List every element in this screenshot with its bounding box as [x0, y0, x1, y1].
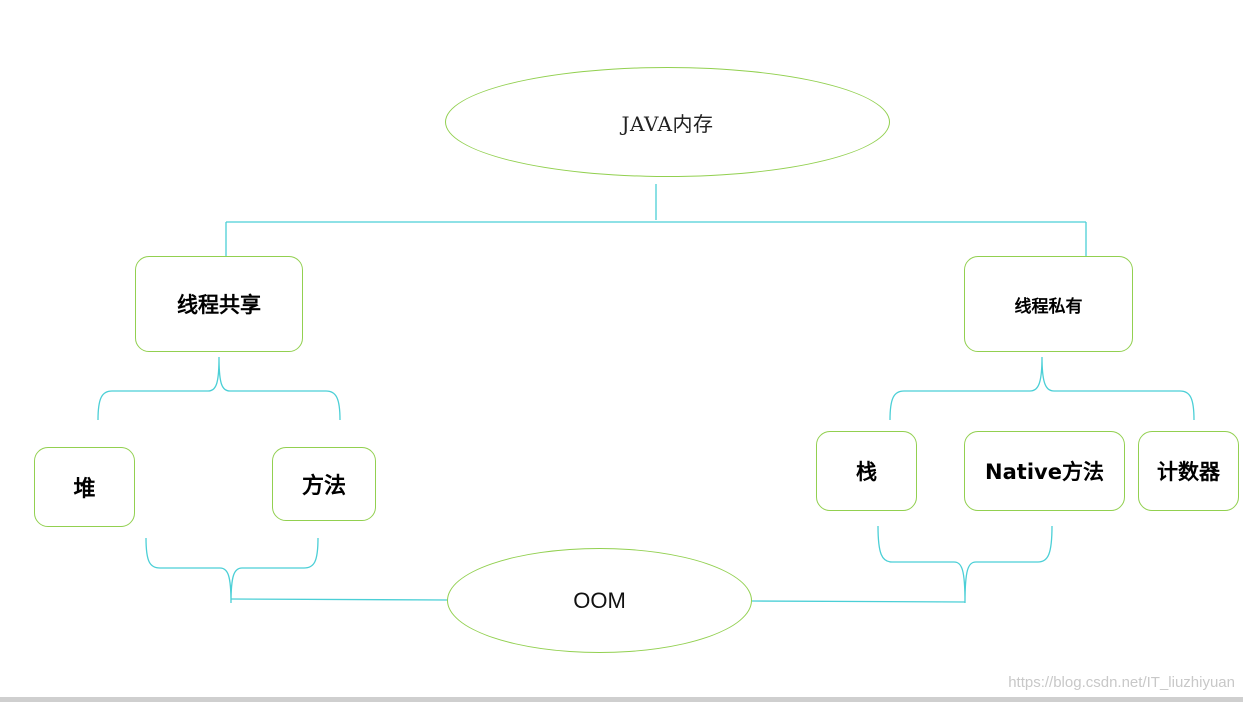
bottom-scroll-edge	[0, 697, 1243, 702]
heap-node: 堆	[34, 447, 135, 527]
shared-label: 线程共享	[177, 293, 261, 317]
oom-node: OOM	[447, 548, 752, 653]
private-oom-line	[751, 600, 966, 603]
counter-node: 计数器	[1138, 431, 1239, 511]
native-method-node: Native方法	[964, 431, 1125, 511]
private-brace	[889, 356, 1195, 421]
shared-node: 线程共享	[135, 256, 303, 352]
native-method-label: Native方法	[985, 460, 1104, 484]
watermark-text: https://blog.csdn.net/IT_liuzhiyuan	[1008, 674, 1235, 691]
shared-brace	[97, 356, 341, 421]
heap-label: 堆	[73, 477, 96, 502]
shared-oom-line	[230, 598, 449, 601]
private-oom-brace	[877, 525, 1053, 604]
method-area-node: 方法	[272, 447, 376, 521]
stack-node: 栈	[816, 431, 917, 511]
shared-oom-brace	[145, 537, 319, 604]
counter-label: 计数器	[1157, 460, 1220, 484]
private-node: 线程私有	[964, 256, 1133, 352]
oom-label: OOM	[573, 587, 626, 613]
root-node: JAVA内存	[445, 67, 890, 177]
method-area-label: 方法	[301, 474, 346, 499]
root-label: JAVA内存	[621, 111, 714, 136]
stack-label: 栈	[856, 460, 877, 484]
private-label: 线程私有	[1014, 296, 1083, 317]
root-connector	[225, 184, 1087, 256]
